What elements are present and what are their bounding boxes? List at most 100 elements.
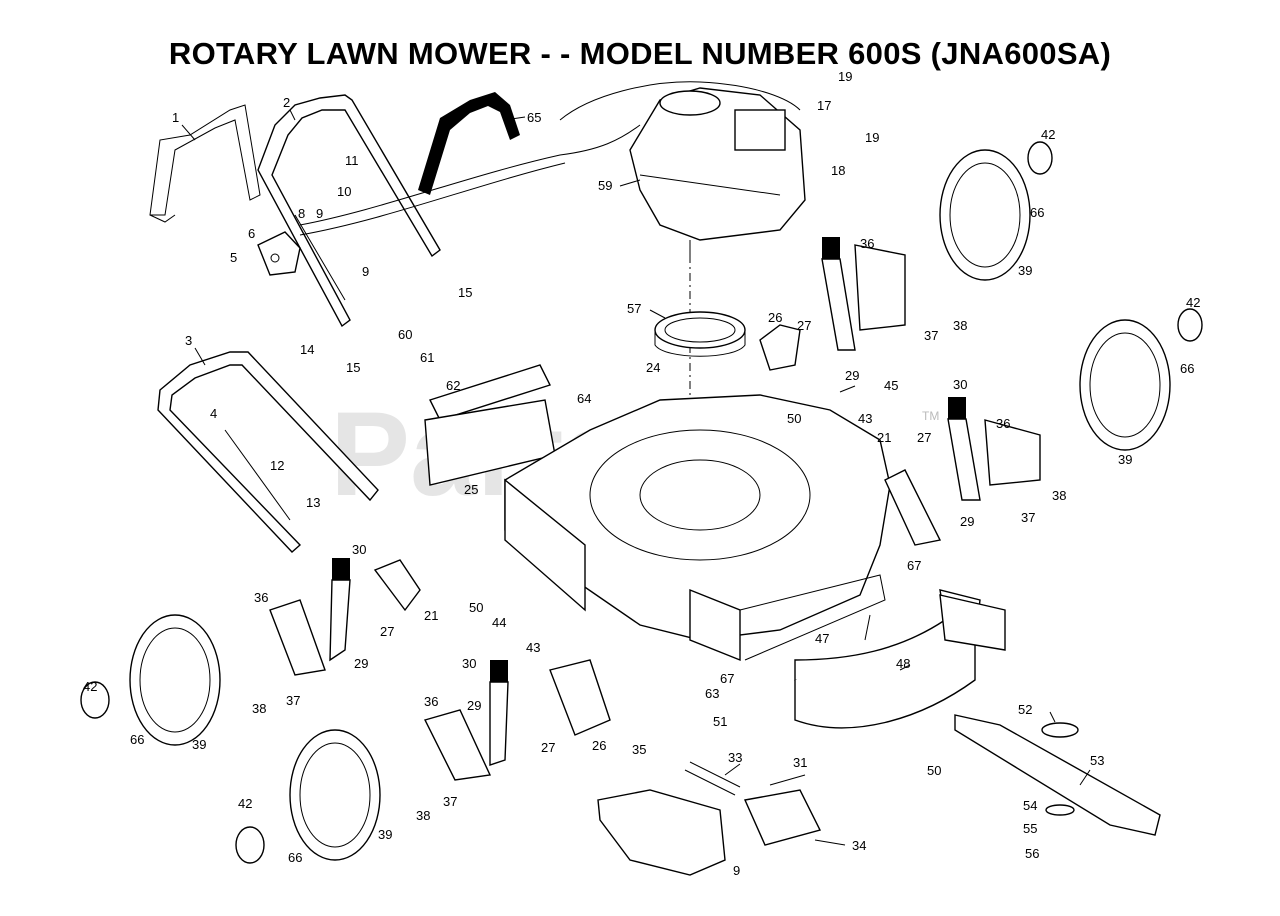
callout-61: 61 (420, 350, 434, 365)
callout-labels: 1 2 3 4 5 6 8 9 9 10 11 12 13 14 15 15 1… (83, 69, 1200, 878)
wheel-front-right-part (939, 141, 1053, 281)
callout-36: 36 (996, 416, 1010, 431)
bail-grip-part (418, 92, 520, 195)
callout-66: 66 (288, 850, 302, 865)
callout-27: 27 (541, 740, 555, 755)
callout-44: 44 (492, 615, 506, 630)
chute-part (597, 789, 726, 876)
callout-37: 37 (1021, 510, 1035, 525)
wheel-rear-left-part (235, 729, 381, 864)
callout-27: 27 (917, 430, 931, 445)
callout-37: 37 (443, 794, 457, 809)
callout-5: 5 (230, 250, 237, 265)
callout-63: 63 (705, 686, 719, 701)
callout-13: 13 (306, 495, 320, 510)
blade-part (954, 714, 1161, 836)
callout-29: 29 (845, 368, 859, 383)
watermark-trademark: TM (922, 409, 939, 423)
callout-42: 42 (238, 796, 252, 811)
callout-14: 14 (300, 342, 314, 357)
height-adjuster-lower-right (884, 397, 1041, 546)
hinge-bracket-part (743, 774, 822, 846)
callout-45: 45 (884, 378, 898, 393)
height-adjuster-rear-left (423, 659, 611, 781)
callout-19: 19 (838, 69, 852, 84)
callout-11: 11 (345, 153, 359, 168)
callout-4: 4 (210, 406, 217, 421)
callout-42: 42 (83, 679, 97, 694)
callout-39: 39 (1018, 263, 1032, 278)
callout-66: 66 (1180, 361, 1194, 376)
handle-bracket-part (257, 231, 301, 276)
callout-31: 31 (793, 755, 807, 770)
callout-47: 47 (815, 631, 829, 646)
callout-19: 19 (865, 130, 879, 145)
rear-skirt-part (794, 589, 981, 729)
callout-50: 50 (469, 600, 483, 615)
callout-2: 2 (283, 95, 290, 110)
callout-36: 36 (424, 694, 438, 709)
callout-42: 42 (1041, 127, 1055, 142)
callout-56: 56 (1025, 846, 1039, 861)
callout-34: 34 (852, 838, 866, 853)
callout-37: 37 (286, 693, 300, 708)
callout-38: 38 (953, 318, 967, 333)
callout-1: 1 (172, 110, 179, 125)
cable-part (299, 124, 641, 236)
callout-48: 48 (896, 656, 910, 671)
callout-3: 3 (185, 333, 192, 348)
engine-part (559, 81, 806, 255)
callout-66: 66 (1030, 205, 1044, 220)
callout-50: 50 (927, 763, 941, 778)
height-adjuster-upper-right (759, 237, 906, 371)
callout-62: 62 (446, 378, 460, 393)
callout-60: 60 (398, 327, 412, 342)
callout-59: 59 (598, 178, 612, 193)
callout-26: 26 (768, 310, 782, 325)
callout-64: 64 (577, 391, 591, 406)
callout-38: 38 (416, 808, 430, 823)
callout-27: 27 (797, 318, 811, 333)
callout-36: 36 (860, 236, 874, 251)
callout-52: 52 (1018, 702, 1032, 717)
callout-15: 15 (458, 285, 472, 300)
callout-30: 30 (953, 377, 967, 392)
callout-9: 9 (316, 206, 323, 221)
callout-18: 18 (831, 163, 845, 178)
deflector-plate-part (424, 364, 556, 486)
callout-38: 38 (252, 701, 266, 716)
callout-65: 65 (527, 110, 541, 125)
callout-33: 33 (728, 750, 742, 765)
callout-39: 39 (1118, 452, 1132, 467)
callout-17: 17 (817, 98, 831, 113)
callout-29: 29 (960, 514, 974, 529)
leader-lines (181, 109, 1091, 846)
callout-10: 10 (337, 184, 351, 199)
callout-53: 53 (1090, 753, 1104, 768)
callout-8: 8 (298, 206, 305, 221)
callout-24: 24 (646, 360, 660, 375)
callout-26: 26 (592, 738, 606, 753)
callout-30: 30 (462, 656, 476, 671)
ring-part (654, 311, 746, 357)
wheel-rear-right-part (1079, 308, 1203, 451)
callout-66: 66 (130, 732, 144, 747)
callout-27: 27 (380, 624, 394, 639)
callout-25: 25 (464, 482, 478, 497)
rod-part (684, 761, 741, 796)
callout-30: 30 (352, 542, 366, 557)
callout-35: 35 (632, 742, 646, 757)
callout-15: 15 (346, 360, 360, 375)
callout-43: 43 (526, 640, 540, 655)
upper-handle-part (149, 104, 261, 223)
lower-handle-part (157, 351, 379, 553)
mower-deck-part (504, 394, 891, 662)
callout-36: 36 (254, 590, 268, 605)
callout-9: 9 (362, 264, 369, 279)
callout-6: 6 (248, 226, 255, 241)
diagram-title: ROTARY LAWN MOWER - - MODEL NUMBER 600S … (168, 36, 1112, 71)
callout-39: 39 (192, 737, 206, 752)
height-adjuster-front-left (269, 558, 421, 676)
wheel-front-left-part (80, 614, 221, 746)
